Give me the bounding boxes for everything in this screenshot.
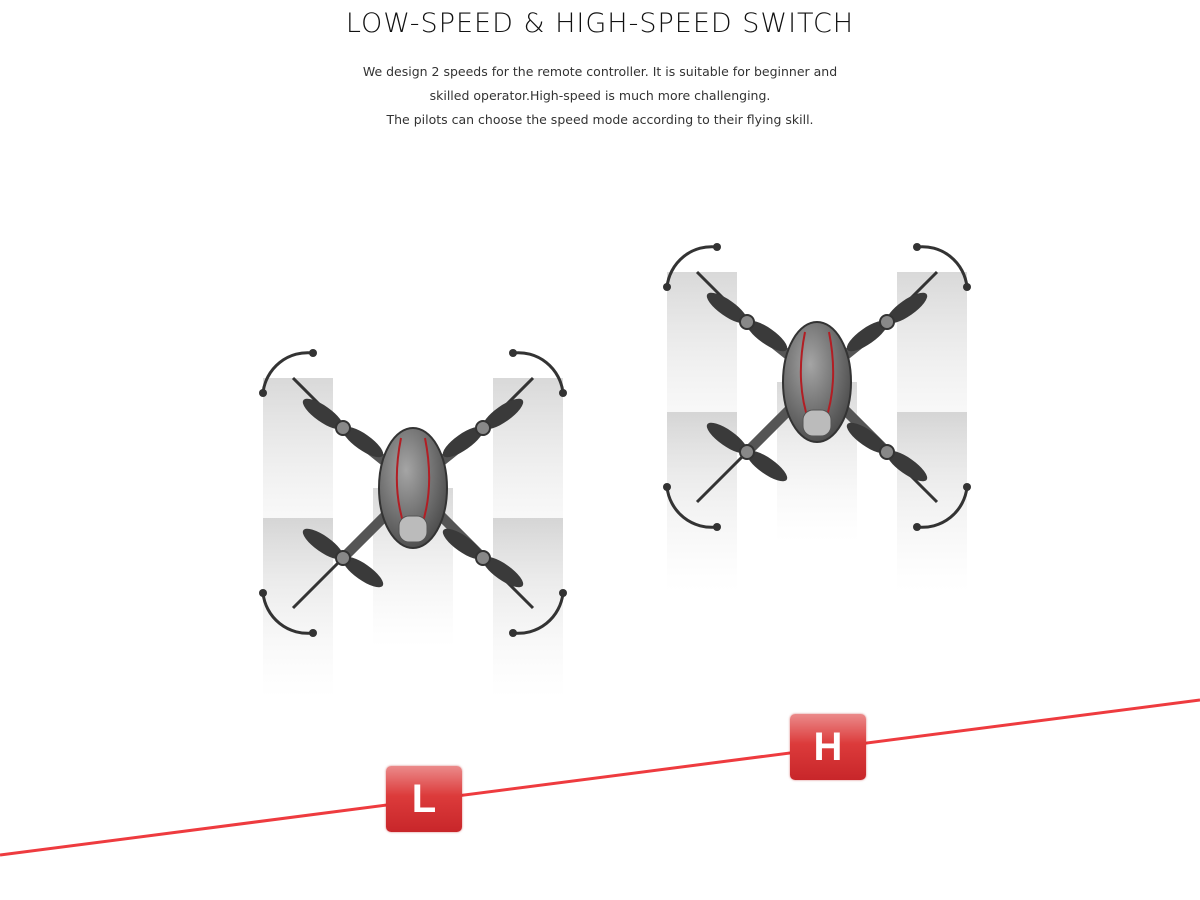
description-line: We design 2 speeds for the remote contro… xyxy=(362,64,838,79)
speed-line xyxy=(0,698,1200,857)
low-speed-badge: L xyxy=(386,766,462,832)
description-line: skilled operator.High-speed is much more… xyxy=(429,88,771,103)
description-line: The pilots can choose the speed mode acc… xyxy=(386,112,814,127)
high-speed-drone xyxy=(663,243,971,592)
page-title: LOW-SPEED & HIGH-SPEED SWITCH xyxy=(345,8,855,39)
high-speed-badge: H xyxy=(790,714,866,780)
low-speed-drone xyxy=(259,349,567,698)
description: We design 2 speeds for the remote contro… xyxy=(0,60,1200,132)
